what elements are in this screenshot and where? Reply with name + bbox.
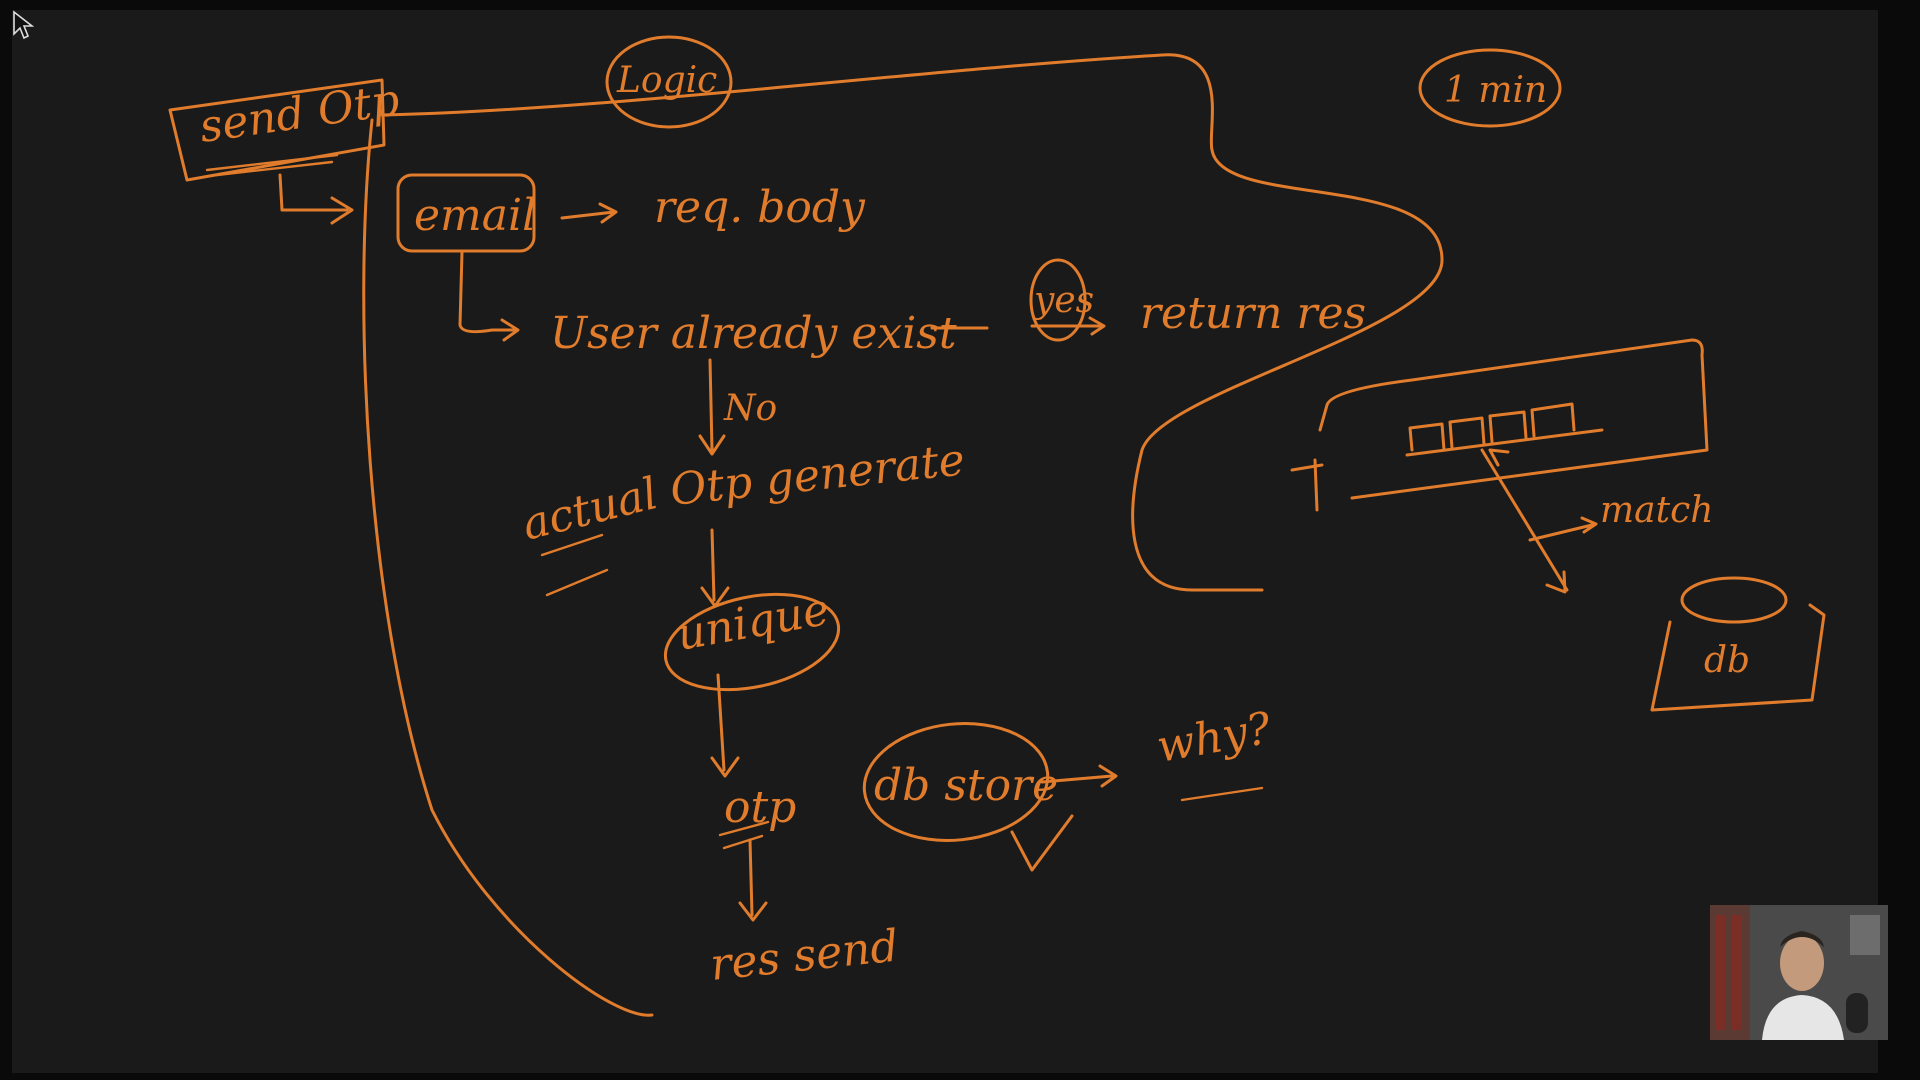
- no-arrow: [698, 358, 726, 456]
- unique-to-otp-arrow: [710, 673, 740, 778]
- yes-circle: [1029, 258, 1087, 342]
- logic-circle: [605, 35, 733, 129]
- email-to-reqbody-arrow: [560, 202, 618, 224]
- send-otp-to-email-arrow: [278, 173, 354, 225]
- why-underline: [1180, 786, 1264, 802]
- yes-to-return-arrow: [1030, 316, 1106, 336]
- flow-boundary-line: [380, 53, 1444, 592]
- email-label: email: [414, 190, 536, 241]
- send-otp-label: send Otp: [196, 74, 402, 152]
- db-store-circle: [862, 722, 1050, 842]
- db-store-label: db store: [874, 760, 1058, 811]
- unique-circle: [663, 592, 841, 692]
- email-box: [396, 173, 536, 253]
- mouse-cursor-icon: [13, 10, 34, 40]
- one-min-label: 1 min: [1444, 70, 1547, 111]
- whiteboard-drawing: send Otp Logic 1 min email req. body Use…: [168, 35, 1826, 1017]
- no-label: No: [723, 388, 777, 429]
- send-otp-box: [168, 78, 386, 182]
- match-label: match: [1600, 490, 1713, 531]
- db-arrow-head: [1545, 570, 1567, 594]
- generate-to-unique-arrow: [700, 528, 730, 608]
- db-store-to-why-arrow: [1040, 764, 1118, 788]
- otp-slots-underline: [1405, 428, 1604, 457]
- email-to-user-exist-arrow: [458, 250, 520, 342]
- send-otp-underline: [205, 153, 339, 177]
- yes-label: yes: [1032, 280, 1094, 321]
- webcam-overlay: [1710, 905, 1888, 1040]
- otp-slots: [1408, 402, 1576, 452]
- otp-container-box: [1318, 338, 1709, 500]
- why-label: why?: [1153, 703, 1275, 773]
- match-arrow: [1480, 448, 1569, 592]
- db-cylinder-body: [1650, 603, 1826, 712]
- return-res-label: return res: [1140, 288, 1366, 339]
- res-send-label: res send: [708, 920, 901, 990]
- match-pointer: [1528, 516, 1598, 542]
- presenter-video: [1710, 905, 1888, 1040]
- req-body-label: req. body: [654, 182, 866, 233]
- whiteboard-canvas[interactable]: send Otp Logic 1 min email req. body Use…: [12, 10, 1878, 1073]
- user-exist-label: User already exist: [550, 308, 957, 359]
- flow-left-boundary: [362, 118, 654, 1017]
- db-store-checkmark: [1010, 814, 1074, 872]
- db-label: db: [1704, 640, 1750, 681]
- one-min-circle: [1418, 48, 1562, 128]
- db-cylinder-top: [1680, 576, 1788, 624]
- actual-underline: [540, 533, 609, 597]
- otp-underline: [718, 820, 770, 850]
- otp-to-res-send-arrow: [738, 838, 768, 922]
- otp-container-side: [1290, 458, 1324, 512]
